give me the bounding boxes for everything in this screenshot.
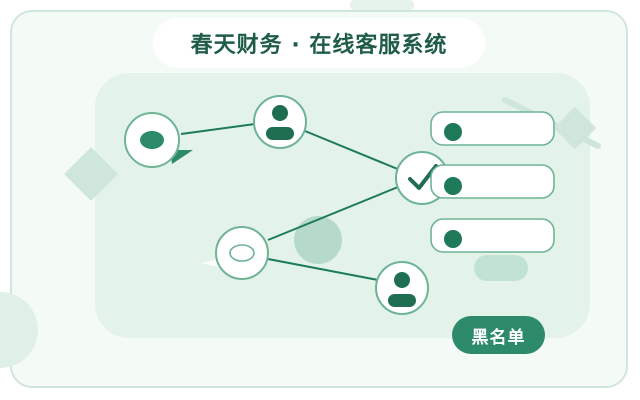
dot-bar-icon (444, 123, 462, 141)
list-item-2 (430, 164, 555, 199)
list-item-1 (430, 111, 555, 146)
dot-bar-icon (444, 177, 462, 195)
link-chat2-to-user2 (267, 258, 379, 281)
user-icon (253, 95, 307, 149)
decor-pill (474, 255, 528, 281)
link-user-to-hub (304, 130, 401, 171)
link-chat2-to-hub (267, 186, 399, 241)
link-chat-to-user (180, 123, 256, 135)
decor-diamond-left (64, 147, 118, 201)
dot-bar-icon (444, 230, 462, 248)
blacklist-badge: 黑名单 (452, 316, 545, 354)
decor-circle-left (0, 292, 38, 368)
decor-top-slab (350, 0, 414, 10)
list-item-3 (430, 218, 555, 253)
user-icon-bottom (375, 261, 429, 315)
chat-bubble-icon (124, 112, 193, 168)
blacklist-badge-label: 黑名单 (471, 327, 526, 348)
page-title: 春天财务 · 在线客服系统 (190, 33, 448, 58)
title-banner: 春天财务 · 在线客服系统 (153, 18, 485, 68)
chat-bubble-outline-icon (202, 226, 269, 280)
decor-circle-center (294, 216, 342, 264)
